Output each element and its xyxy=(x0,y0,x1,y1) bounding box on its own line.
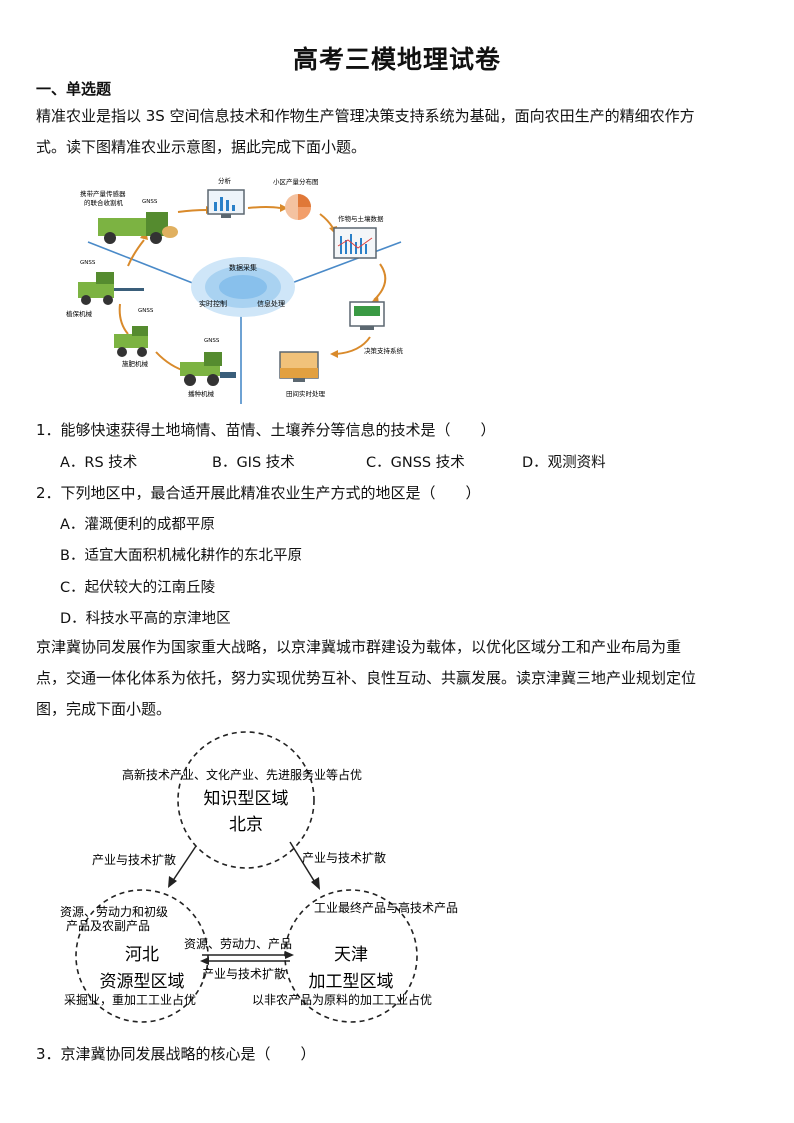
center-label: 数据采集 xyxy=(229,263,257,272)
center-left-label: 实时控制 xyxy=(199,299,227,308)
analysis-label: 分析 xyxy=(218,176,232,185)
mid-top-label: 资源、劳动力、产品 xyxy=(184,937,292,951)
yield-map-icon xyxy=(285,194,311,220)
beijing-name: 北京 xyxy=(229,815,263,835)
field-processing-icon xyxy=(279,351,319,382)
intro2-line3: 图，完成下面小题。 xyxy=(36,700,172,718)
beijing-advantage: 高新技术产业、文化产业、先进服务业等占优 xyxy=(122,767,362,782)
center-right-label: 信息处理 xyxy=(257,299,285,308)
mid-bottom-label: 产业与技术扩散 xyxy=(202,966,286,981)
tianjin-type: 加工型区域 xyxy=(309,972,394,992)
gnss-label-2: GNSS xyxy=(204,338,220,344)
intro-paragraph-1: 精准农业是指以 3S 空间信息技术和作物生产管理决策支持系统为基础，面向农田生产… xyxy=(36,101,761,163)
hebei-input-2: 产品及农副产品 xyxy=(66,919,150,933)
gnss-label-1: GNSS xyxy=(142,199,158,205)
harvester-icon xyxy=(98,212,178,244)
sowing-label: 播种机械 xyxy=(188,389,215,398)
intro2-line1: 京津冀协同发展作为国家重大战略，以京津冀城市群建设为载体，以优化区域分工和产业布… xyxy=(36,638,682,656)
hebei-circle xyxy=(75,889,209,1023)
q2-option-c[interactable]: C．起伏较大的江南丘陵 xyxy=(60,580,216,596)
field-processing-label: 田间实时处理 xyxy=(286,389,326,398)
intro1-line2: 式。读下图精准农业示意图，据此完成下面小题。 xyxy=(36,138,367,156)
q1-option-c[interactable]: C．GNSS 技术 xyxy=(366,455,465,471)
intro-paragraph-2: 京津冀协同发展作为国家重大战略，以京津冀城市群建设为载体，以优化区域分工和产业布… xyxy=(36,632,761,725)
page-title: 高考三模地理试卷 xyxy=(292,45,501,74)
jingjinji-figure: 高新技术产业、文化产业、先进服务业等占优 知识型区域 北京 产业与技术扩散 产业… xyxy=(60,731,458,1023)
hebei-advantage: 采掘业，重加工工业占优 xyxy=(64,992,196,1007)
q1-stem: 1．能够快速获得土地墒情、苗情、土壤养分等信息的技术是（ ） xyxy=(36,421,496,439)
crop-soil-chart-icon xyxy=(333,227,377,259)
crop-soil-label: 作物与土壤数据 xyxy=(338,214,384,223)
section-heading: 一、单选题 xyxy=(36,80,112,98)
q1-option-a[interactable]: A．RS 技术 xyxy=(60,455,138,471)
yield-map-label: 小区产量分布图 xyxy=(273,177,319,186)
q2-option-d[interactable]: D．科技水平高的京津地区 xyxy=(60,611,231,627)
fertilizer-machine-icon xyxy=(114,326,148,357)
decision-label: 决策支持系统 xyxy=(364,346,404,355)
decision-support-icon xyxy=(349,301,385,330)
q1-option-d[interactable]: D．观测资料 xyxy=(522,455,606,471)
q2-option-b[interactable]: B．适宜大面积机械化耕作的东北平原 xyxy=(60,548,302,564)
plant-protection-label: 植保机械 xyxy=(66,309,93,318)
tianjin-output: 工业最终产品与高技术产品 xyxy=(314,900,458,915)
tianjin-name: 天津 xyxy=(334,945,368,965)
gnss-label-3: GNSS xyxy=(138,308,154,314)
arrow-right-label: 产业与技术扩散 xyxy=(302,850,386,865)
beijing-circle xyxy=(177,731,315,869)
hebei-type: 资源型区域 xyxy=(100,972,185,992)
harvester-label-2: 的联合收割机 xyxy=(84,198,124,207)
precision-agriculture-figure: 数据采集 实时控制 信息处理 携带产量传感器 的联合收割机 GNSS 分析 xyxy=(66,176,404,404)
fertilizer-label: 施肥机械 xyxy=(122,359,149,368)
gnss-label-4: GNSS xyxy=(80,260,96,266)
sowing-machine-icon xyxy=(180,352,236,386)
q2-option-a[interactable]: A．灌溉便利的成都平原 xyxy=(60,517,215,533)
q1-option-b[interactable]: B．GIS 技术 xyxy=(212,455,295,471)
intro2-line2: 点，交通一体化体系为依托，努力实现优势互补、良性互动、共赢发展。读京津冀三地产业… xyxy=(36,669,697,687)
harvester-label-1: 携带产量传感器 xyxy=(80,189,126,198)
q2-stem: 2．下列地区中，最合适开展此精准农业生产方式的地区是（ ） xyxy=(36,484,481,502)
analysis-monitor-icon xyxy=(207,189,245,218)
q3-stem: 3．京津冀协同发展战略的核心是（ ） xyxy=(36,1045,316,1063)
arrow-left-label: 产业与技术扩散 xyxy=(92,852,176,867)
hebei-input-1: 资源、劳动力和初级 xyxy=(60,905,168,919)
plant-protection-icon xyxy=(78,272,144,305)
hebei-name: 河北 xyxy=(125,945,159,965)
intro1-line1: 精准农业是指以 3S 空间信息技术和作物生产管理决策支持系统为基础，面向农田生产… xyxy=(36,107,695,125)
tianjin-advantage: 以非农产品为原料的加工工业占优 xyxy=(252,992,432,1007)
beijing-type: 知识型区域 xyxy=(204,789,289,809)
